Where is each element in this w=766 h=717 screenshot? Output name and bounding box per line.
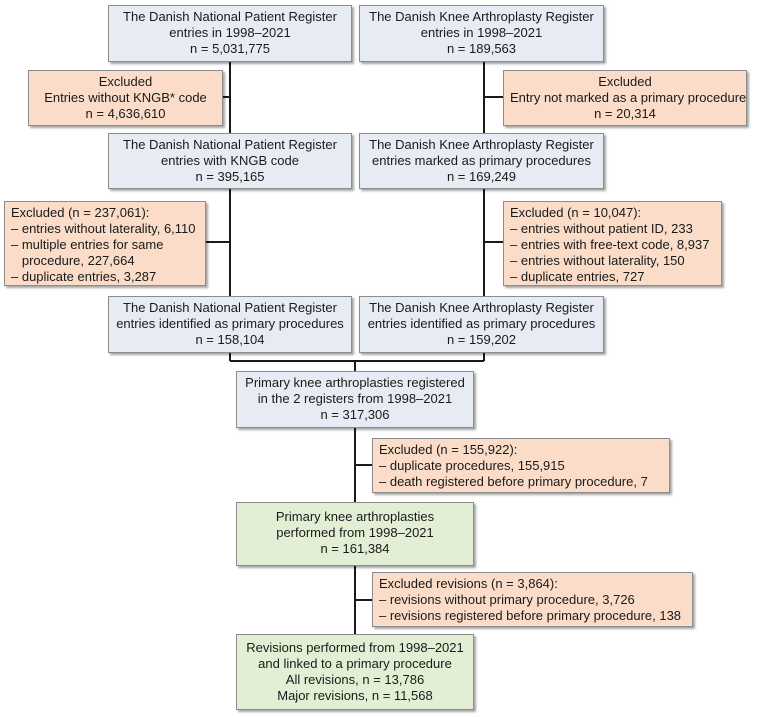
box-line: and linked to a primary procedure xyxy=(258,656,452,671)
box-line: The Danish National Patient Register xyxy=(123,300,337,315)
box-line: The Danish Knee Arthroplasty Register xyxy=(369,9,594,24)
npr-excluded-detail-box: Excluded (n = 237,061): – entries withou… xyxy=(4,201,206,286)
box-line: Revisions performed from 1998–2021 xyxy=(246,640,464,655)
box-line: n = 20,314 xyxy=(594,106,656,121)
box-line: procedure, 227,664 xyxy=(11,253,135,268)
box-line: entries identified as primary procedures xyxy=(367,316,596,331)
performed-primary-box: Primary knee arthroplasties performed fr… xyxy=(236,502,474,566)
dkar-identified-box: The Danish Knee Arthroplasty Register en… xyxy=(359,296,604,353)
combined-primary-box: Primary knee arthroplasties registered i… xyxy=(236,371,474,428)
box-line: The Danish National Patient Register xyxy=(123,9,337,24)
box-line: The Danish Knee Arthroplasty Register xyxy=(369,137,594,152)
box-line: – revisions without primary procedure, 3… xyxy=(379,592,635,607)
box-line: entries with KNGB code xyxy=(160,153,299,168)
box-line: n = 4,636,610 xyxy=(85,106,166,121)
box-line: Excluded (n = 237,061): xyxy=(11,205,150,220)
box-line: – entries without patient ID, 233 xyxy=(510,221,693,236)
box-line: entries identified as primary procedures xyxy=(116,316,344,331)
npr-entries-box: The Danish National Patient Register ent… xyxy=(108,5,352,62)
revisions-box: Revisions performed from 1998–2021 and l… xyxy=(236,634,474,710)
box-line: – death registered before primary proced… xyxy=(379,474,648,489)
npr-identified-box: The Danish National Patient Register ent… xyxy=(108,296,352,353)
box-line: The Danish National Patient Register xyxy=(123,137,337,152)
box-line: Entries without KNGB* code xyxy=(44,90,207,105)
box-line: Primary knee arthroplasties xyxy=(275,509,435,524)
box-line: n = 161,384 xyxy=(320,541,390,556)
box-line: – revisions registered before primary pr… xyxy=(379,608,682,623)
dkar-excluded-detail-box: Excluded (n = 10,047): – entries without… xyxy=(503,201,722,286)
box-line: n = 395,165 xyxy=(195,169,265,184)
box-line: n = 5,031,775 xyxy=(190,41,270,56)
combined-excluded-box: Excluded (n = 155,922): – duplicate proc… xyxy=(372,438,670,493)
box-line: Entry not marked as a primary procedure xyxy=(510,90,747,105)
box-line: performed from 1998–2021 xyxy=(276,525,434,540)
box-line: Excluded xyxy=(98,74,153,89)
revisions-excluded-box: Excluded revisions (n = 3,864): – revisi… xyxy=(372,572,693,627)
box-line: – entries without laterality, 150 xyxy=(510,253,685,268)
npr-kngb-box: The Danish National Patient Register ent… xyxy=(108,133,352,189)
box-line: entries marked as primary procedures xyxy=(372,153,591,168)
box-line: Excluded xyxy=(598,74,652,89)
box-line: entries in 1998–2021 xyxy=(169,25,291,40)
box-line: Excluded revisions (n = 3,864): xyxy=(379,576,558,591)
box-line: in the 2 registers from 1998–2021 xyxy=(257,391,453,406)
box-line: The Danish Knee Arthroplasty Register xyxy=(369,300,594,315)
box-line: All revisions, n = 13,786 xyxy=(285,672,425,687)
box-line: – duplicate entries, 727 xyxy=(510,269,645,284)
box-line: – entries with free-text code, 8,937 xyxy=(510,237,710,252)
box-line: – entries without laterality, 6,110 xyxy=(11,221,196,236)
dkar-excluded-primary-box: Excluded Entry not marked as a primary p… xyxy=(503,70,747,126)
box-line: n = 159,202 xyxy=(446,332,517,347)
box-line: n = 169,249 xyxy=(446,169,517,184)
box-line: Primary knee arthroplasties registered xyxy=(245,375,465,390)
box-line: Major revisions, n = 11,568 xyxy=(277,688,433,703)
box-line: – duplicate entries, 3,287 xyxy=(11,269,157,284)
box-line: n = 317,306 xyxy=(320,407,390,422)
npr-excluded-kngb-box: Excluded Entries without KNGB* code n = … xyxy=(28,70,223,126)
box-line: entries in 1998–2021 xyxy=(420,25,543,40)
box-line: – multiple entries for same xyxy=(11,237,164,252)
dkar-primary-box: The Danish Knee Arthroplasty Register en… xyxy=(359,133,604,189)
dkar-entries-box: The Danish Knee Arthroplasty Register en… xyxy=(359,5,604,62)
box-line: Excluded (n = 155,922): xyxy=(379,442,518,457)
box-line: Excluded (n = 10,047): xyxy=(510,205,642,220)
box-line: n = 189,563 xyxy=(446,41,517,56)
box-line: – duplicate procedures, 155,915 xyxy=(379,458,565,473)
box-line: n = 158,104 xyxy=(195,332,265,347)
